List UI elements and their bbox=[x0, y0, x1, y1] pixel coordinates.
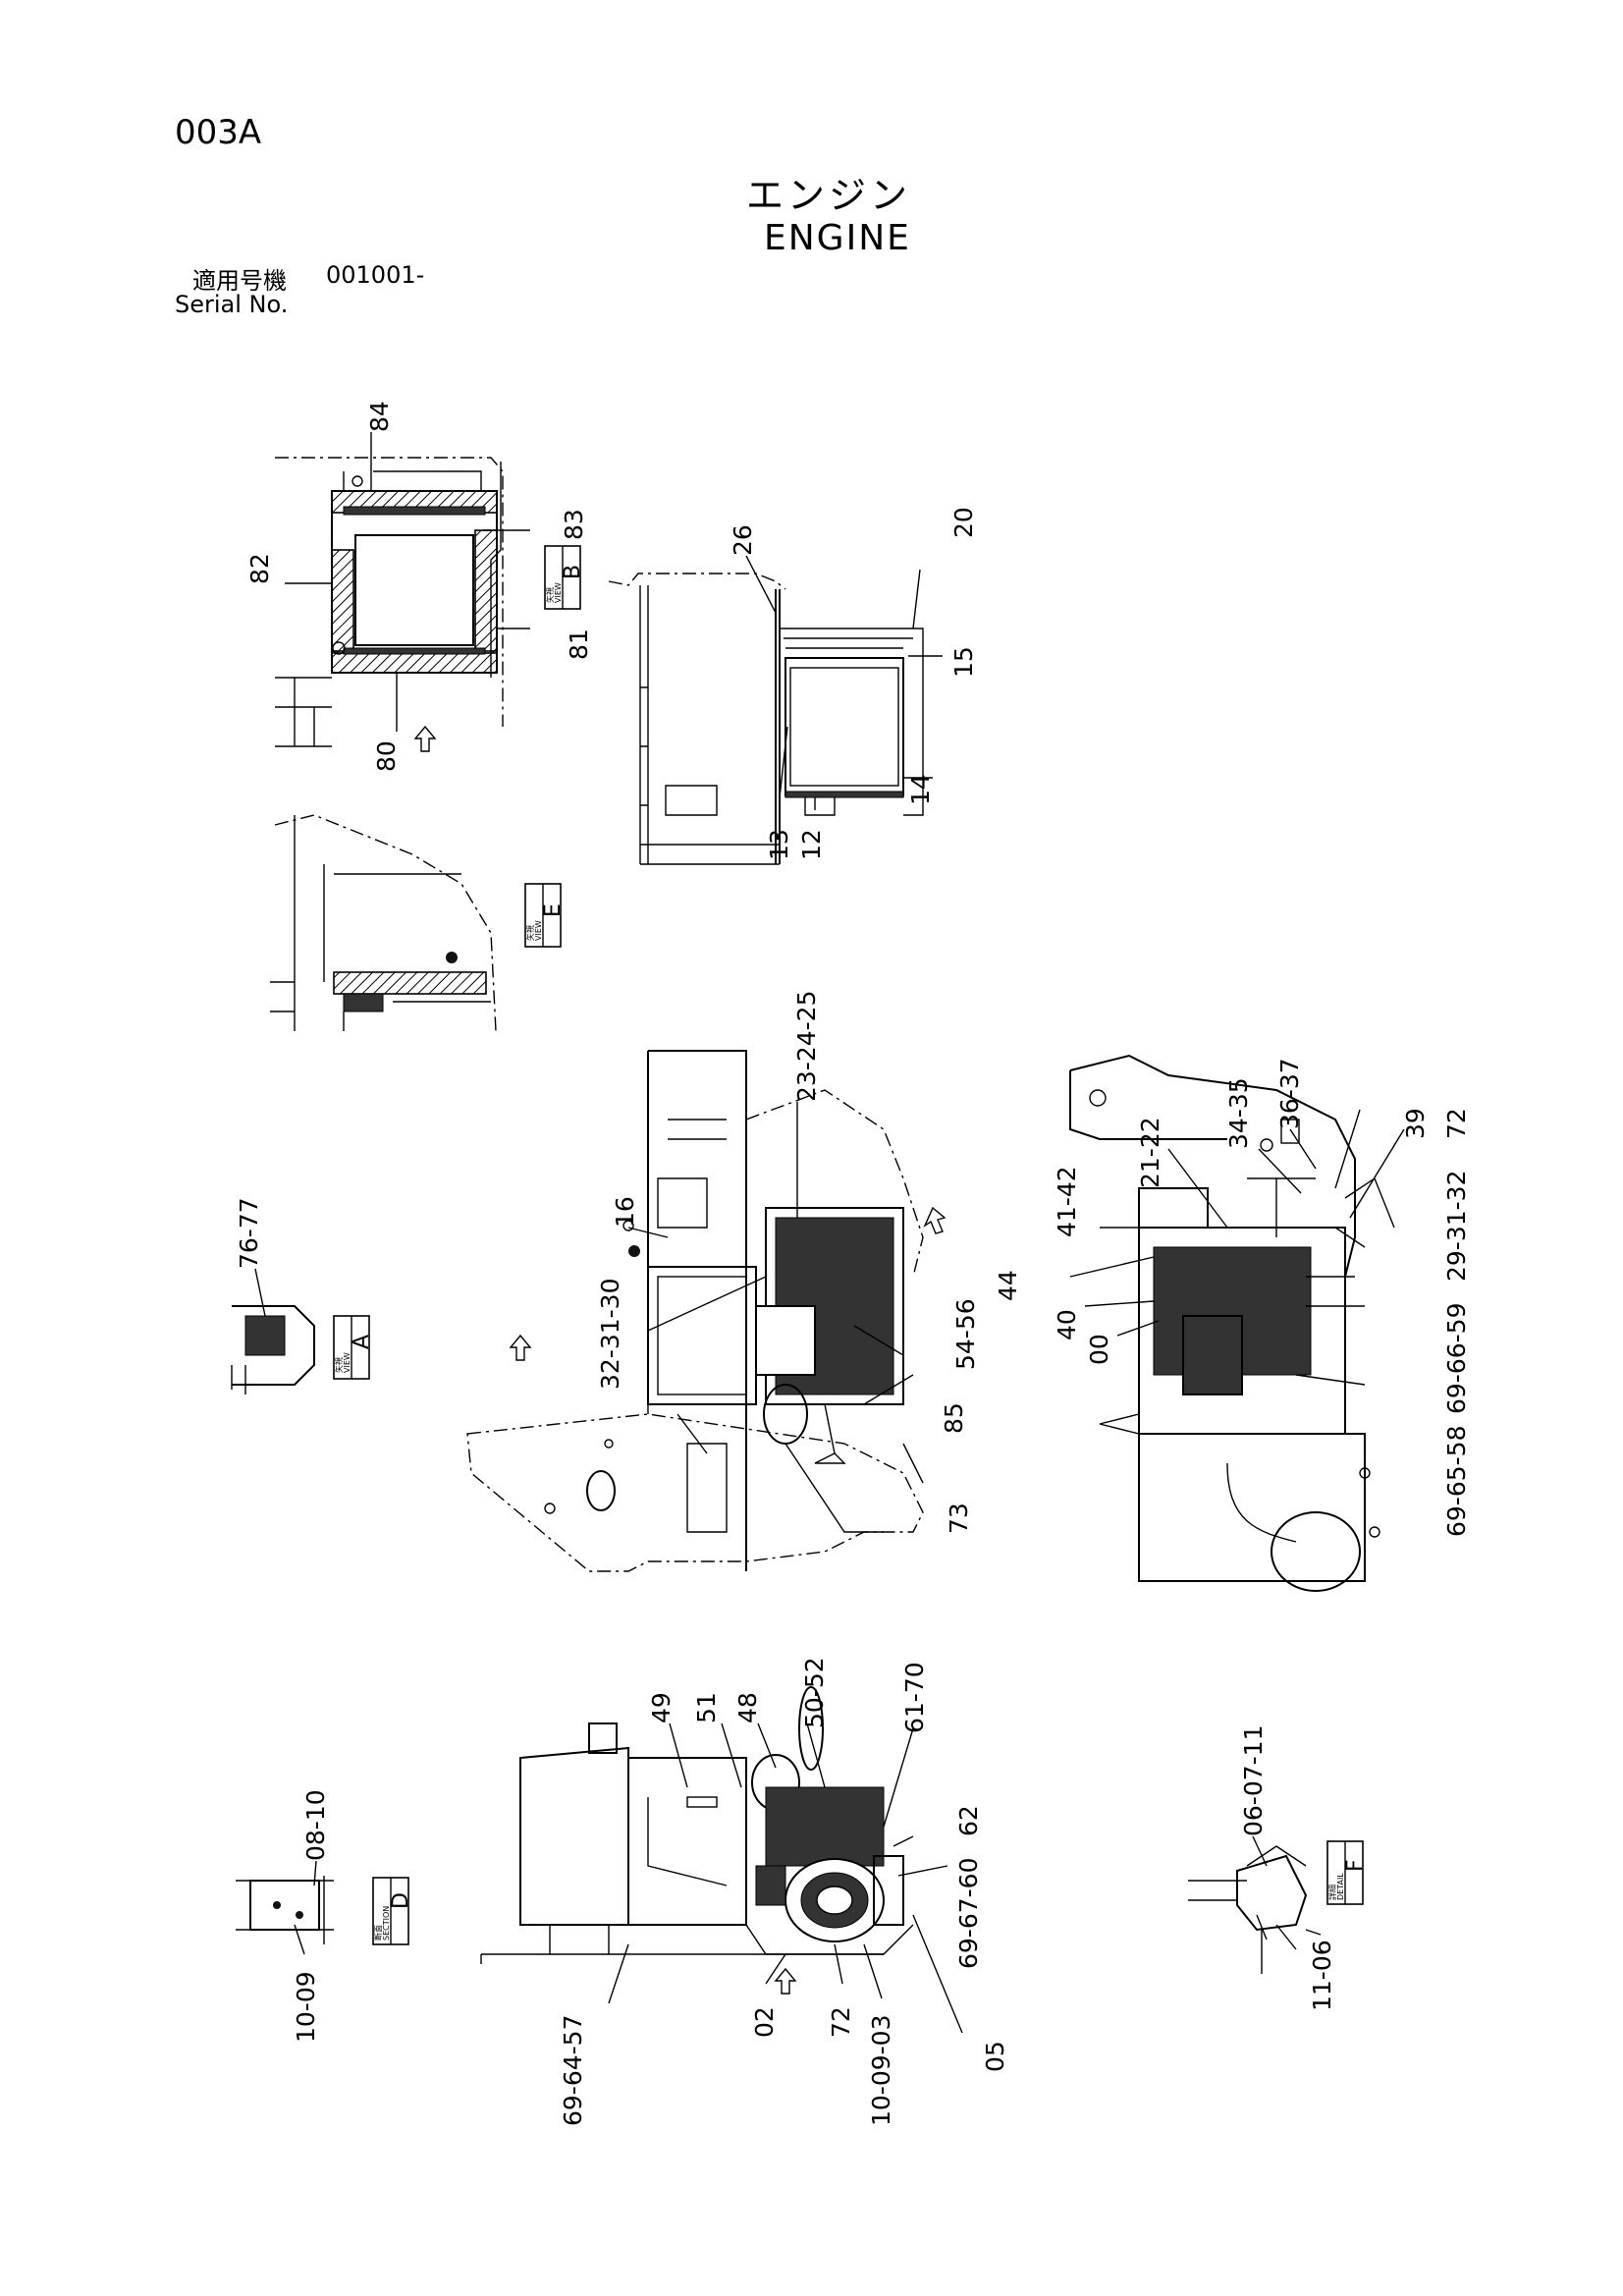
section-d-en: SECTION bbox=[382, 1906, 391, 1941]
callout-69-66-59: 69-66-59 bbox=[1442, 1303, 1471, 1414]
callout-49: 49 bbox=[647, 1692, 676, 1723]
title-english: ENGINE bbox=[764, 218, 911, 258]
callout-11-06: 11-06 bbox=[1308, 1940, 1336, 2011]
callout-81: 81 bbox=[565, 629, 593, 660]
view-b-label-box: B 矢視 VIEW bbox=[544, 545, 585, 610]
callout-10-09-03: 10-09-03 bbox=[867, 2015, 895, 2126]
view-b-en: VIEW bbox=[554, 582, 563, 603]
serial-label-english: Serial No. bbox=[175, 291, 289, 318]
callout-15: 15 bbox=[949, 646, 978, 678]
callout-02: 02 bbox=[750, 2006, 779, 2038]
detail-f-drawing bbox=[1188, 1845, 1308, 1974]
callout-85: 85 bbox=[940, 1402, 968, 1434]
engine-front-view-drawing bbox=[480, 1686, 914, 1995]
serial-number-value: 001001- bbox=[326, 261, 425, 289]
view-a-en: VIEW bbox=[343, 1352, 352, 1373]
callout-61-70: 61-70 bbox=[900, 1662, 929, 1733]
callout-13: 13 bbox=[765, 829, 793, 860]
view-e-drawing bbox=[270, 814, 497, 1032]
callout-80: 80 bbox=[372, 740, 401, 772]
callout-72-upper: 72 bbox=[1442, 1108, 1471, 1139]
view-a-drawing bbox=[231, 1305, 315, 1394]
callout-36-37: 36-37 bbox=[1275, 1058, 1304, 1129]
title-japanese: エンジン bbox=[746, 174, 912, 217]
callout-54-56: 54-56 bbox=[951, 1298, 980, 1370]
view-a-label-box: A 矢視 VIEW bbox=[333, 1315, 374, 1380]
section-d-jp: 断面 bbox=[373, 1925, 383, 1941]
callout-29-31-32: 29-31-32 bbox=[1442, 1171, 1471, 1282]
callout-26: 26 bbox=[729, 524, 757, 556]
callout-48: 48 bbox=[733, 1692, 762, 1723]
view-e-letter: E bbox=[541, 903, 566, 917]
section-d-drawing bbox=[236, 1876, 334, 1944]
view-e-label-box: E 矢視 VIEW bbox=[524, 883, 566, 948]
callout-32-31-30: 32-31-30 bbox=[596, 1279, 624, 1390]
callout-83: 83 bbox=[560, 509, 588, 540]
callout-40: 40 bbox=[1053, 1309, 1081, 1340]
callout-23-24-25: 23-24-25 bbox=[792, 991, 821, 1102]
callout-00: 00 bbox=[1085, 1334, 1113, 1365]
section-d-label-box: D 断面 SECTION bbox=[372, 1877, 413, 1945]
view-a-jp: 矢視 bbox=[334, 1357, 344, 1373]
callout-39: 39 bbox=[1401, 1108, 1430, 1139]
callout-41-42: 41-42 bbox=[1053, 1166, 1081, 1237]
callout-05: 05 bbox=[981, 2041, 1009, 2072]
callout-34-35: 34-35 bbox=[1224, 1077, 1253, 1149]
detail-f-label-box: F 詳細 DETAIL bbox=[1326, 1840, 1368, 1905]
callout-69-65-58: 69-65-58 bbox=[1442, 1426, 1471, 1537]
detail-f-letter: F bbox=[1343, 1859, 1368, 1872]
engine-side-view-drawing bbox=[1069, 1054, 1395, 1592]
callout-51: 51 bbox=[692, 1692, 721, 1723]
detail-f-jp: 詳細 bbox=[1327, 1885, 1337, 1900]
callout-06-07-11: 06-07-11 bbox=[1239, 1725, 1268, 1836]
view-a-letter: A bbox=[350, 1335, 374, 1349]
callout-08-10: 08-10 bbox=[301, 1789, 330, 1861]
callout-50-52: 50-52 bbox=[800, 1657, 829, 1728]
serial-label-japanese: 適用号機 bbox=[192, 267, 287, 295]
view-e-jp: 矢視 bbox=[525, 925, 535, 941]
section-d-letter: D bbox=[389, 1892, 413, 1909]
machine-top-view-drawing bbox=[466, 1050, 947, 1572]
view-b-drawing bbox=[275, 457, 504, 752]
callout-20: 20 bbox=[949, 507, 978, 538]
callout-69-64-57: 69-64-57 bbox=[559, 2015, 587, 2126]
callout-21-22: 21-22 bbox=[1136, 1117, 1164, 1188]
callout-69-67-60: 69-67-60 bbox=[954, 1858, 983, 1969]
callout-84: 84 bbox=[365, 401, 394, 432]
callout-14: 14 bbox=[906, 774, 935, 805]
detail-f-en: DETAIL bbox=[1336, 1873, 1345, 1900]
callout-12: 12 bbox=[797, 829, 826, 860]
callout-10-09: 10-09 bbox=[292, 1971, 320, 2043]
callout-16: 16 bbox=[611, 1196, 639, 1228]
page-number: 003A bbox=[175, 113, 262, 152]
callout-72-lower: 72 bbox=[827, 2006, 855, 2038]
callout-76-77: 76-77 bbox=[235, 1197, 263, 1269]
view-b-jp: 矢視 bbox=[545, 587, 555, 603]
frame-view-drawing bbox=[608, 573, 924, 865]
view-b-letter: B bbox=[561, 565, 585, 579]
callout-73: 73 bbox=[945, 1503, 973, 1534]
callout-82: 82 bbox=[245, 553, 274, 584]
callout-44: 44 bbox=[994, 1270, 1022, 1301]
view-e-en: VIEW bbox=[534, 920, 543, 941]
callout-62: 62 bbox=[954, 1805, 983, 1836]
